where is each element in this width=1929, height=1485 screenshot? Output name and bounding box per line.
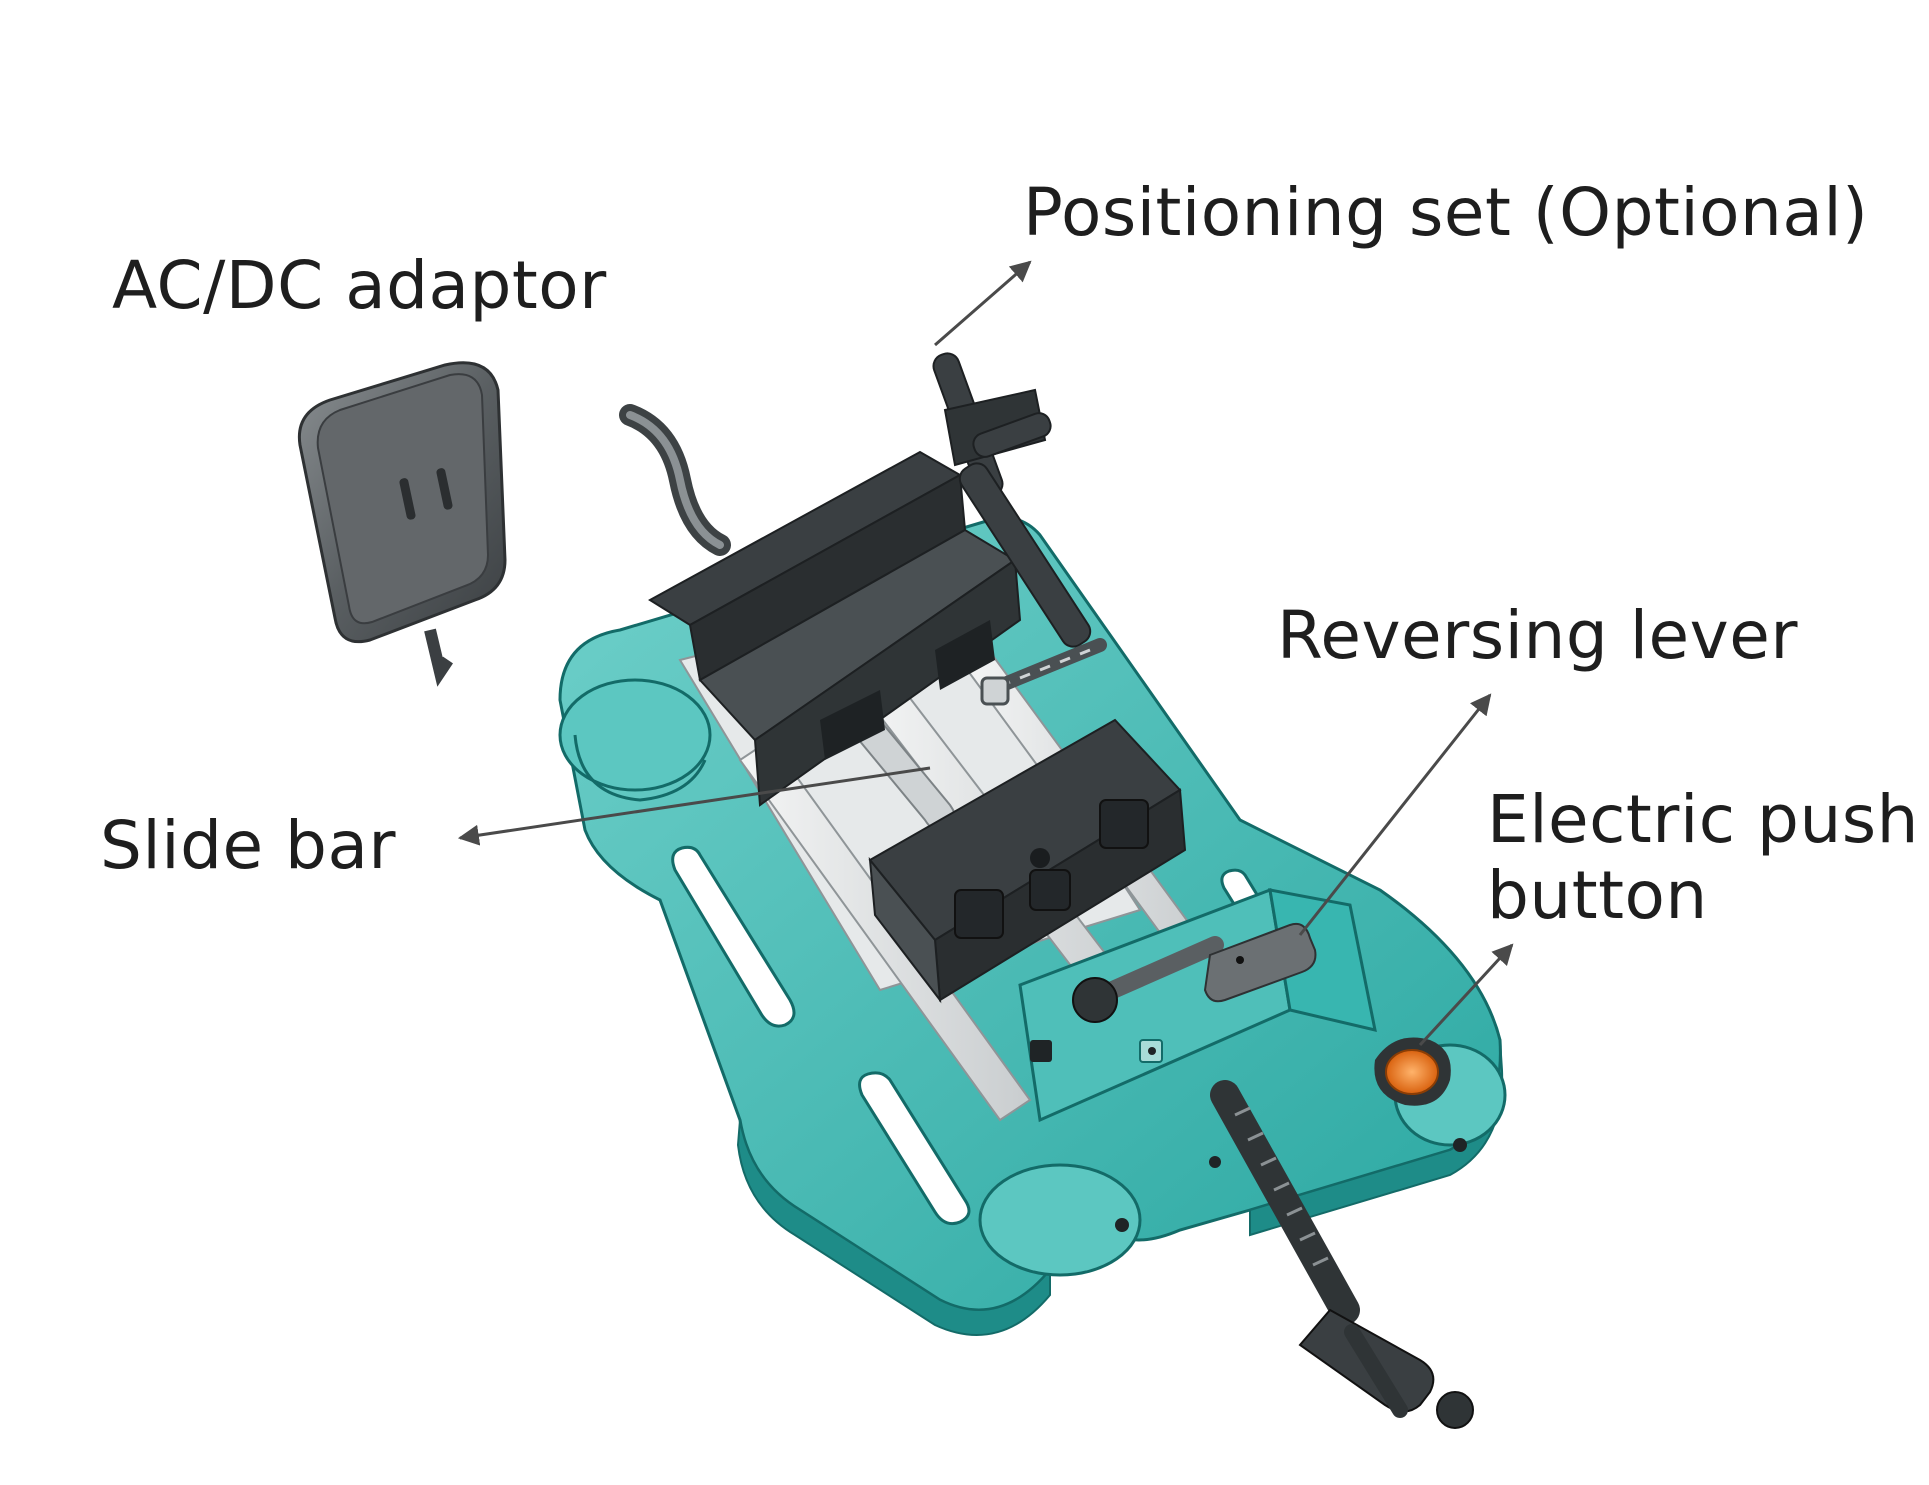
positioning-set (932, 352, 1107, 706)
label-electric-push-button-line1: Electric push (1487, 781, 1919, 858)
fixed-jaw (648, 450, 1022, 807)
ac-dc-adaptor (297, 361, 507, 687)
leader-arrows (457, 260, 1514, 1047)
label-slide-bar: Slide bar (100, 807, 397, 884)
label-electric-push-button: Electric push button (1487, 782, 1919, 934)
reversing-lever (1072, 922, 1317, 1023)
label-reversing-lever: Reversing lever (1277, 597, 1798, 674)
power-cable (619, 404, 731, 556)
electric-push-button (1374, 1037, 1451, 1106)
arrow-reversing-lever (1298, 693, 1492, 936)
label-ac-dc-adaptor: AC/DC adaptor (112, 247, 607, 324)
label-positioning-set: Positioning set (Optional) (1023, 174, 1869, 251)
arrow-electric-push-button (1418, 943, 1514, 1047)
lead-screw (1210, 1080, 1474, 1429)
arrow-slide-bar (457, 766, 931, 846)
moving-jaw (868, 718, 1187, 1004)
label-electric-push-button-line2: button (1487, 856, 1708, 934)
arrow-positioning-set (934, 260, 1032, 347)
